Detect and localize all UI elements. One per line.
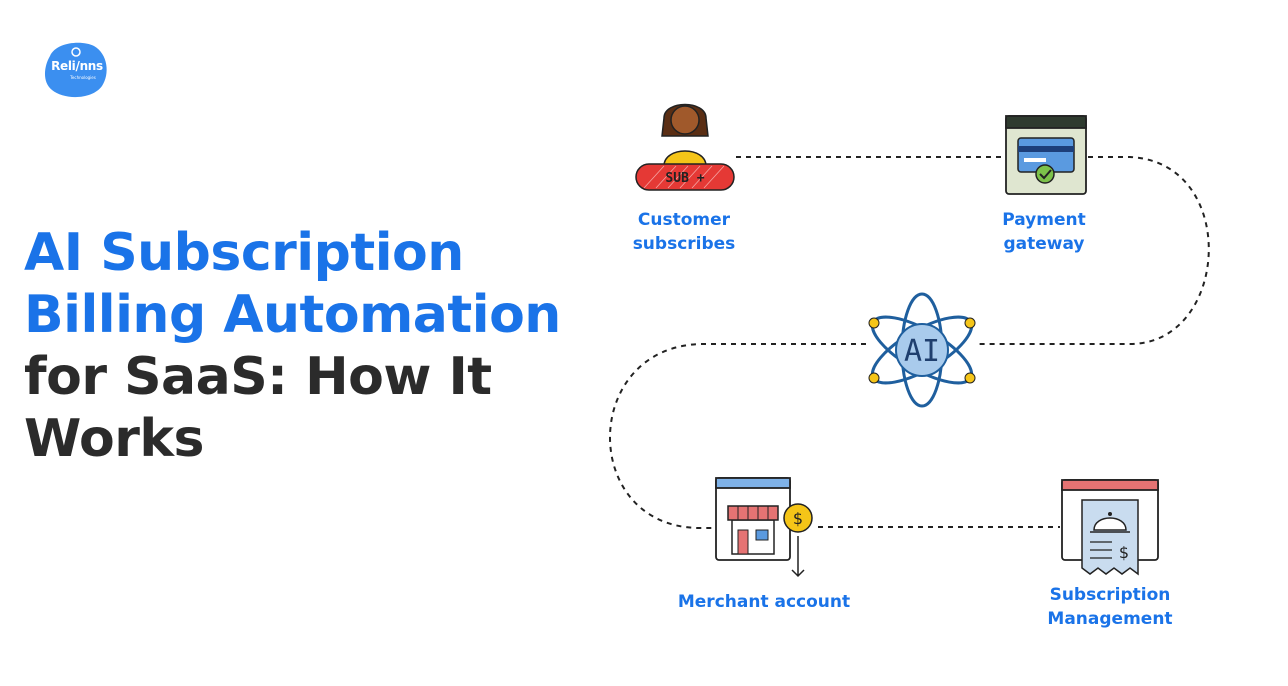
subscription-receipt-icon: $ (1061, 479, 1159, 576)
arrow-down-icon (791, 536, 805, 578)
subscription-node[interactable]: $ (1060, 478, 1160, 580)
coin-text: $ (793, 509, 803, 528)
ai-atom-icon: AI (868, 292, 976, 408)
person-subscribe-icon: SUB + (635, 103, 735, 191)
logo-blob-icon (45, 42, 107, 98)
customer-node[interactable]: SUB + (634, 92, 738, 196)
coin-icon (783, 503, 813, 533)
title-line-3: for SaaS: How It (24, 347, 492, 407)
logo-subtext: Technologies (70, 75, 96, 80)
merchant-node[interactable]: $ (714, 476, 818, 580)
customer-label: Customer subscribes (632, 210, 736, 254)
cloche-icon (1093, 517, 1127, 531)
payment-card-icon (1005, 115, 1087, 195)
payment-label: Payment gateway (1002, 210, 1086, 254)
ai-center-text: AI (904, 334, 940, 369)
subscription-label: Subscription Management (1047, 585, 1173, 629)
ai-node[interactable]: AI (864, 290, 980, 408)
title-line-1: AI Subscription (24, 223, 464, 283)
receipt-dollar-text: $ (1119, 543, 1129, 562)
connector-ai-merchant (609, 343, 866, 529)
subscribe-badge-text: SUB + (665, 171, 704, 186)
merchant-label: Merchant account (677, 592, 851, 612)
logo-wordmark: Reli/nns (51, 59, 103, 73)
payment-node[interactable] (1004, 114, 1088, 196)
page-title: AI Subscription Billing Automation for S… (24, 222, 564, 470)
brand-logo[interactable]: Reli/nns Technologies (42, 38, 110, 100)
connector-payment-ai (978, 156, 1210, 345)
merchant-store-icon: $ (715, 477, 813, 578)
title-line-4: Works (24, 409, 204, 469)
title-line-2: Billing Automation (24, 285, 561, 345)
